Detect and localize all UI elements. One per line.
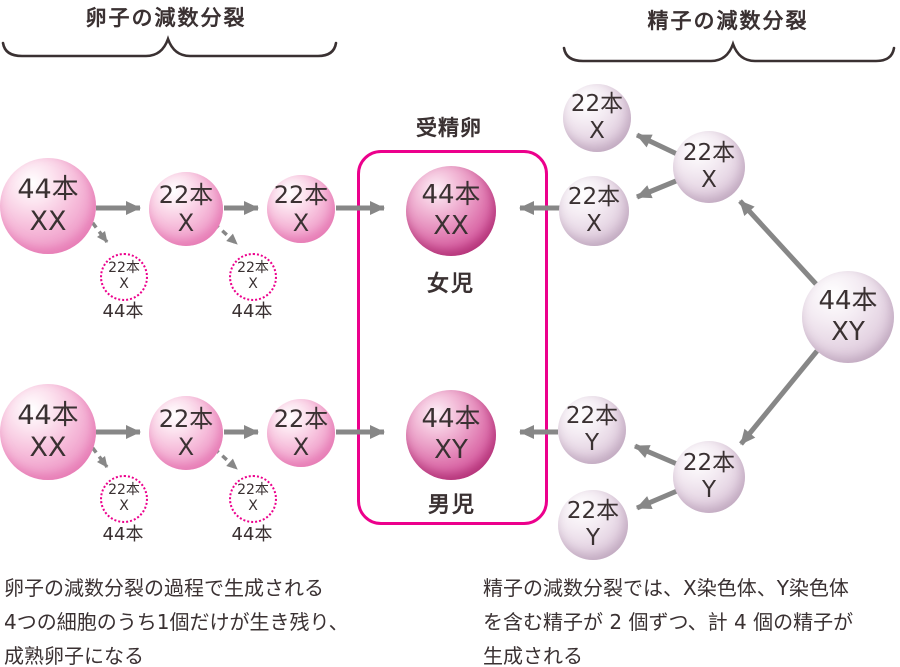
egg-secondary-cell-bottom: 22本 X <box>149 396 223 470</box>
cell-line1: 44本 <box>17 400 79 432</box>
sperm-x-cell-1: 22本 X <box>563 84 631 152</box>
fertilized-egg-boy-cell: 44本 XY <box>406 390 496 480</box>
cell-line1: 22本 <box>570 90 624 117</box>
boy-label: 男児 <box>427 493 477 518</box>
polar-line1: 22本 <box>108 482 140 499</box>
polar-body-top-1: 22本 X <box>100 253 148 301</box>
sperm-y-cell-2: 22本 Y <box>558 490 628 560</box>
fertilized-egg-label: 受精卵 <box>416 116 482 140</box>
cell-line1: 22本 <box>565 402 619 429</box>
cell-line2: Y <box>584 430 600 456</box>
sperm-caption-line3: 生成される <box>483 644 583 667</box>
cell-line2: XY <box>434 435 468 465</box>
cell-line2: XX <box>29 206 67 237</box>
polar-caption-top-2: 44本 <box>231 301 273 322</box>
cell-line1: 22本 <box>567 183 621 210</box>
cell-line1: 22本 <box>682 139 736 166</box>
polar-caption-top-1: 44本 <box>102 301 144 322</box>
fertilized-egg-girl-cell: 44本 XX <box>406 166 496 256</box>
egg-primary-cell-bottom: 44本 XX <box>0 384 96 480</box>
cell-line2: XX <box>29 432 67 463</box>
polar-caption-bottom-1: 44本 <box>102 524 144 545</box>
cell-line1: 44本 <box>818 286 878 317</box>
egg-meiosis-title: 卵子の減数分裂 <box>85 6 247 30</box>
sperm-meiosis-title: 精子の減数分裂 <box>647 9 809 33</box>
sperm-brace <box>562 40 896 63</box>
polar-line2: X <box>119 276 129 292</box>
cell-line2: X <box>292 209 310 237</box>
sperm-caption-line2: を含む精子が 2 個ずつ、計 4 個の精子が <box>483 610 854 634</box>
cell-line2: XY <box>831 317 865 347</box>
egg-mature-cell-top: 22本 X <box>267 175 335 243</box>
cell-line1: 44本 <box>17 174 79 206</box>
sperm-x-cell-2: 22本 X <box>559 176 629 246</box>
sperm-caption: 精子の減数分裂では、X染色体、Y染色体 を含む精子が 2 個ずつ、計 4 個の精… <box>483 571 853 667</box>
polar-line1: 22本 <box>237 260 269 277</box>
sperm-y-intermediate-cell: 22本 Y <box>673 441 745 513</box>
egg-caption-line3: 成熟卵子になる <box>4 644 144 667</box>
polar-line2: X <box>248 276 258 292</box>
cell-line2: X <box>292 433 310 461</box>
cell-line2: X <box>589 118 605 144</box>
cell-line2: X <box>701 167 717 193</box>
polar-body-bottom-2: 22本 X <box>229 475 277 523</box>
cell-line2: XX <box>433 211 469 241</box>
cell-line2: X <box>177 209 195 237</box>
cell-line2: X <box>177 433 195 461</box>
polar-line2: X <box>119 498 129 514</box>
cell-line1: 22本 <box>273 404 329 433</box>
cell-line1: 22本 <box>682 449 736 476</box>
cell-line1: 44本 <box>421 180 481 211</box>
cell-line2: X <box>586 211 602 237</box>
fertilized-egg-box <box>357 150 548 525</box>
polar-line2: X <box>248 498 258 514</box>
polar-line1: 22本 <box>108 260 140 277</box>
cell-line1: 22本 <box>566 497 620 524</box>
polar-caption-bottom-2: 44本 <box>231 524 273 545</box>
cell-line1: 22本 <box>158 404 214 433</box>
sperm-caption-line1: 精子の減数分裂では、X染色体、Y染色体 <box>483 576 849 600</box>
cell-line2: Y <box>701 477 717 503</box>
egg-caption-line1: 卵子の減数分裂の過程で生成される <box>4 576 324 600</box>
sperm-primary-cell: 44本 XY <box>802 271 894 363</box>
egg-caption-line2: 4つの細胞のうち1個だけが生き残り、 <box>4 610 349 634</box>
cell-line1: 22本 <box>158 180 214 209</box>
egg-caption: 卵子の減数分裂の過程で生成される 4つの細胞のうち1個だけが生き残り、 成熟卵子… <box>4 571 349 667</box>
polar-body-bottom-1: 22本 X <box>100 475 148 523</box>
polar-line1: 22本 <box>237 482 269 499</box>
cell-line1: 22本 <box>273 180 329 209</box>
cell-line1: 44本 <box>421 404 481 435</box>
girl-label: 女児 <box>426 272 476 297</box>
egg-brace <box>1 35 338 58</box>
polar-body-top-2: 22本 X <box>229 253 277 301</box>
egg-primary-cell-top: 44本 XX <box>0 158 96 254</box>
sperm-y-cell-1: 22本 Y <box>558 396 626 464</box>
cell-line2: Y <box>585 525 601 551</box>
egg-secondary-cell-top: 22本 X <box>149 172 223 246</box>
sperm-x-intermediate-cell: 22本 X <box>673 131 745 203</box>
egg-mature-cell-bottom: 22本 X <box>267 399 335 467</box>
